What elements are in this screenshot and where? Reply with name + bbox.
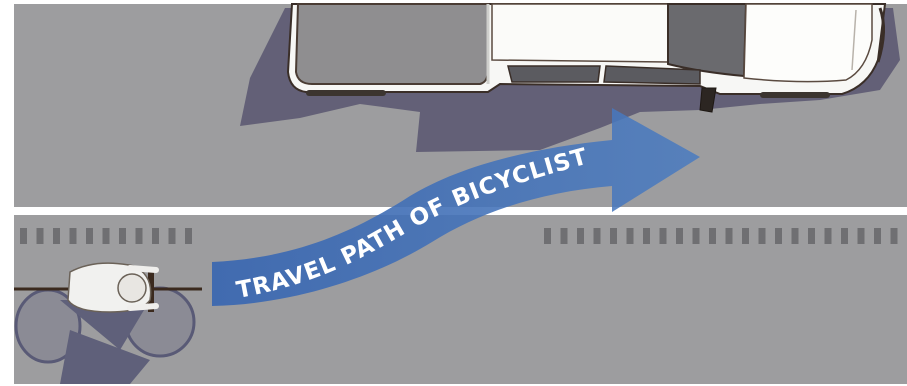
lane-dash xyxy=(70,228,77,244)
lane-dash xyxy=(53,228,60,244)
lane-dash xyxy=(726,228,733,244)
lane-dash xyxy=(858,228,865,244)
lane-dash xyxy=(693,228,700,244)
lane-dash xyxy=(610,228,617,244)
lane-dash xyxy=(643,228,650,244)
lane-dash xyxy=(891,228,898,244)
lane-dash xyxy=(841,228,848,244)
lane-dash xyxy=(594,228,601,244)
lane-dash xyxy=(152,228,159,244)
lane-dash xyxy=(676,228,683,244)
lane-dash xyxy=(759,228,766,244)
lane-dash xyxy=(20,228,27,244)
lane-dash xyxy=(37,228,44,244)
lane-dash xyxy=(874,228,881,244)
lane-dash xyxy=(119,228,126,244)
lane-dash xyxy=(660,228,667,244)
lane-dash xyxy=(185,228,192,244)
lane-dash xyxy=(136,228,143,244)
frame-edge-left xyxy=(0,0,14,386)
lane-dash xyxy=(561,228,568,244)
lane-dash xyxy=(825,228,832,244)
lane-dash xyxy=(169,228,176,244)
lane-dash xyxy=(544,228,551,244)
lane-dash xyxy=(86,228,93,244)
lane-dash xyxy=(792,228,799,244)
lane-dash xyxy=(775,228,782,244)
lane-dash xyxy=(577,228,584,244)
lane-dash xyxy=(103,228,110,244)
lane-dash xyxy=(808,228,815,244)
lane-dash xyxy=(709,228,716,244)
lane-dash xyxy=(742,228,749,244)
lane-dash xyxy=(627,228,634,244)
